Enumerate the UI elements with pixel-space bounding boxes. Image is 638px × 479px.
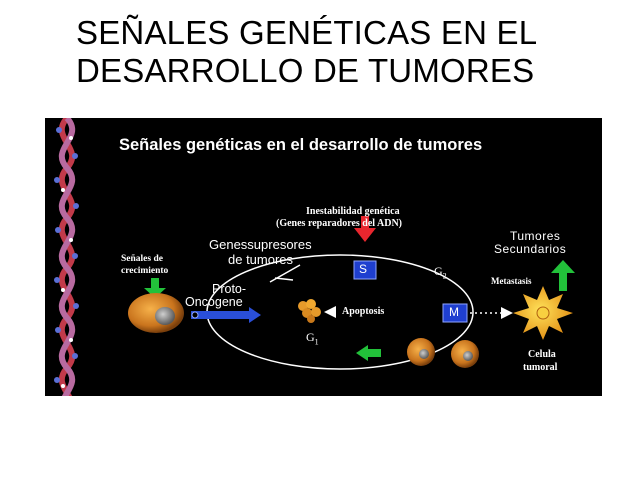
label-phase-g1-sub: 1 (314, 337, 319, 347)
slide-title-line-2: DESARROLLO DE TUMORES (76, 52, 535, 89)
normal-cell-icon (128, 293, 184, 333)
diagram-graphics (54, 118, 575, 396)
label-celula: Celula (528, 349, 556, 360)
label-genes-reparadores: (Genes reparadores del ADN) (276, 218, 403, 229)
proto-oncogene-arrow-icon (191, 307, 261, 323)
label-genes-supresores: Genessupresores (209, 237, 312, 252)
label-phase-s: S (359, 262, 368, 276)
label-phase-m: M (449, 305, 459, 319)
dna-helix-icon (54, 118, 79, 396)
label-tumores: Tumores (510, 229, 561, 243)
diagram-header: Señales genéticas en el desarrollo de tu… (119, 136, 483, 154)
label-de-tumores: de tumores (228, 252, 294, 267)
green-arrow-up-icon (551, 260, 575, 291)
apoptotic-cells-icon (298, 299, 321, 323)
phase-s-box (353, 260, 377, 280)
label-phase-g1: G1 (306, 330, 319, 346)
label-senales-de: Señales de (121, 254, 163, 264)
label-apoptosis: Apoptosis (342, 306, 385, 317)
dividing-cell-1-icon (407, 338, 435, 366)
label-proto: Proto- (212, 282, 247, 296)
label-phase-g2-letter: G (434, 264, 443, 278)
green-arrow-left-icon (356, 345, 381, 361)
label-tumoral: tumoral (523, 362, 558, 373)
slide-title: SEÑALES GENÉTICAS EN EL DESARROLLO DE TU… (76, 14, 616, 90)
label-phase-g1-letter: G (306, 330, 315, 344)
label-secundarios: Secundarios (494, 242, 567, 256)
tumor-signals-diagram: Señales genéticas en el desarrollo de tu… (45, 118, 602, 396)
label-crecimiento: crecimiento (121, 266, 169, 276)
red-arrow-icon (354, 216, 376, 242)
tumor-cell-icon (513, 286, 573, 340)
dividing-cell-2-icon (451, 340, 479, 368)
label-oncogene: Oncogene (185, 295, 243, 309)
suppressor-inhibition-line (269, 264, 301, 283)
label-phase-g2: G2 (434, 264, 447, 280)
suppressor-inhibition-bar (274, 277, 294, 281)
label-phase-g2-sub: 2 (442, 271, 447, 281)
phase-m-box (442, 303, 468, 323)
slide-title-line-1: SEÑALES GENÉTICAS EN EL (76, 14, 538, 51)
label-inestabilidad-genetica: Inestabilidad genética (306, 206, 400, 217)
green-arrow-down-icon (144, 278, 166, 298)
label-metastasis: Metastasis (491, 276, 532, 286)
